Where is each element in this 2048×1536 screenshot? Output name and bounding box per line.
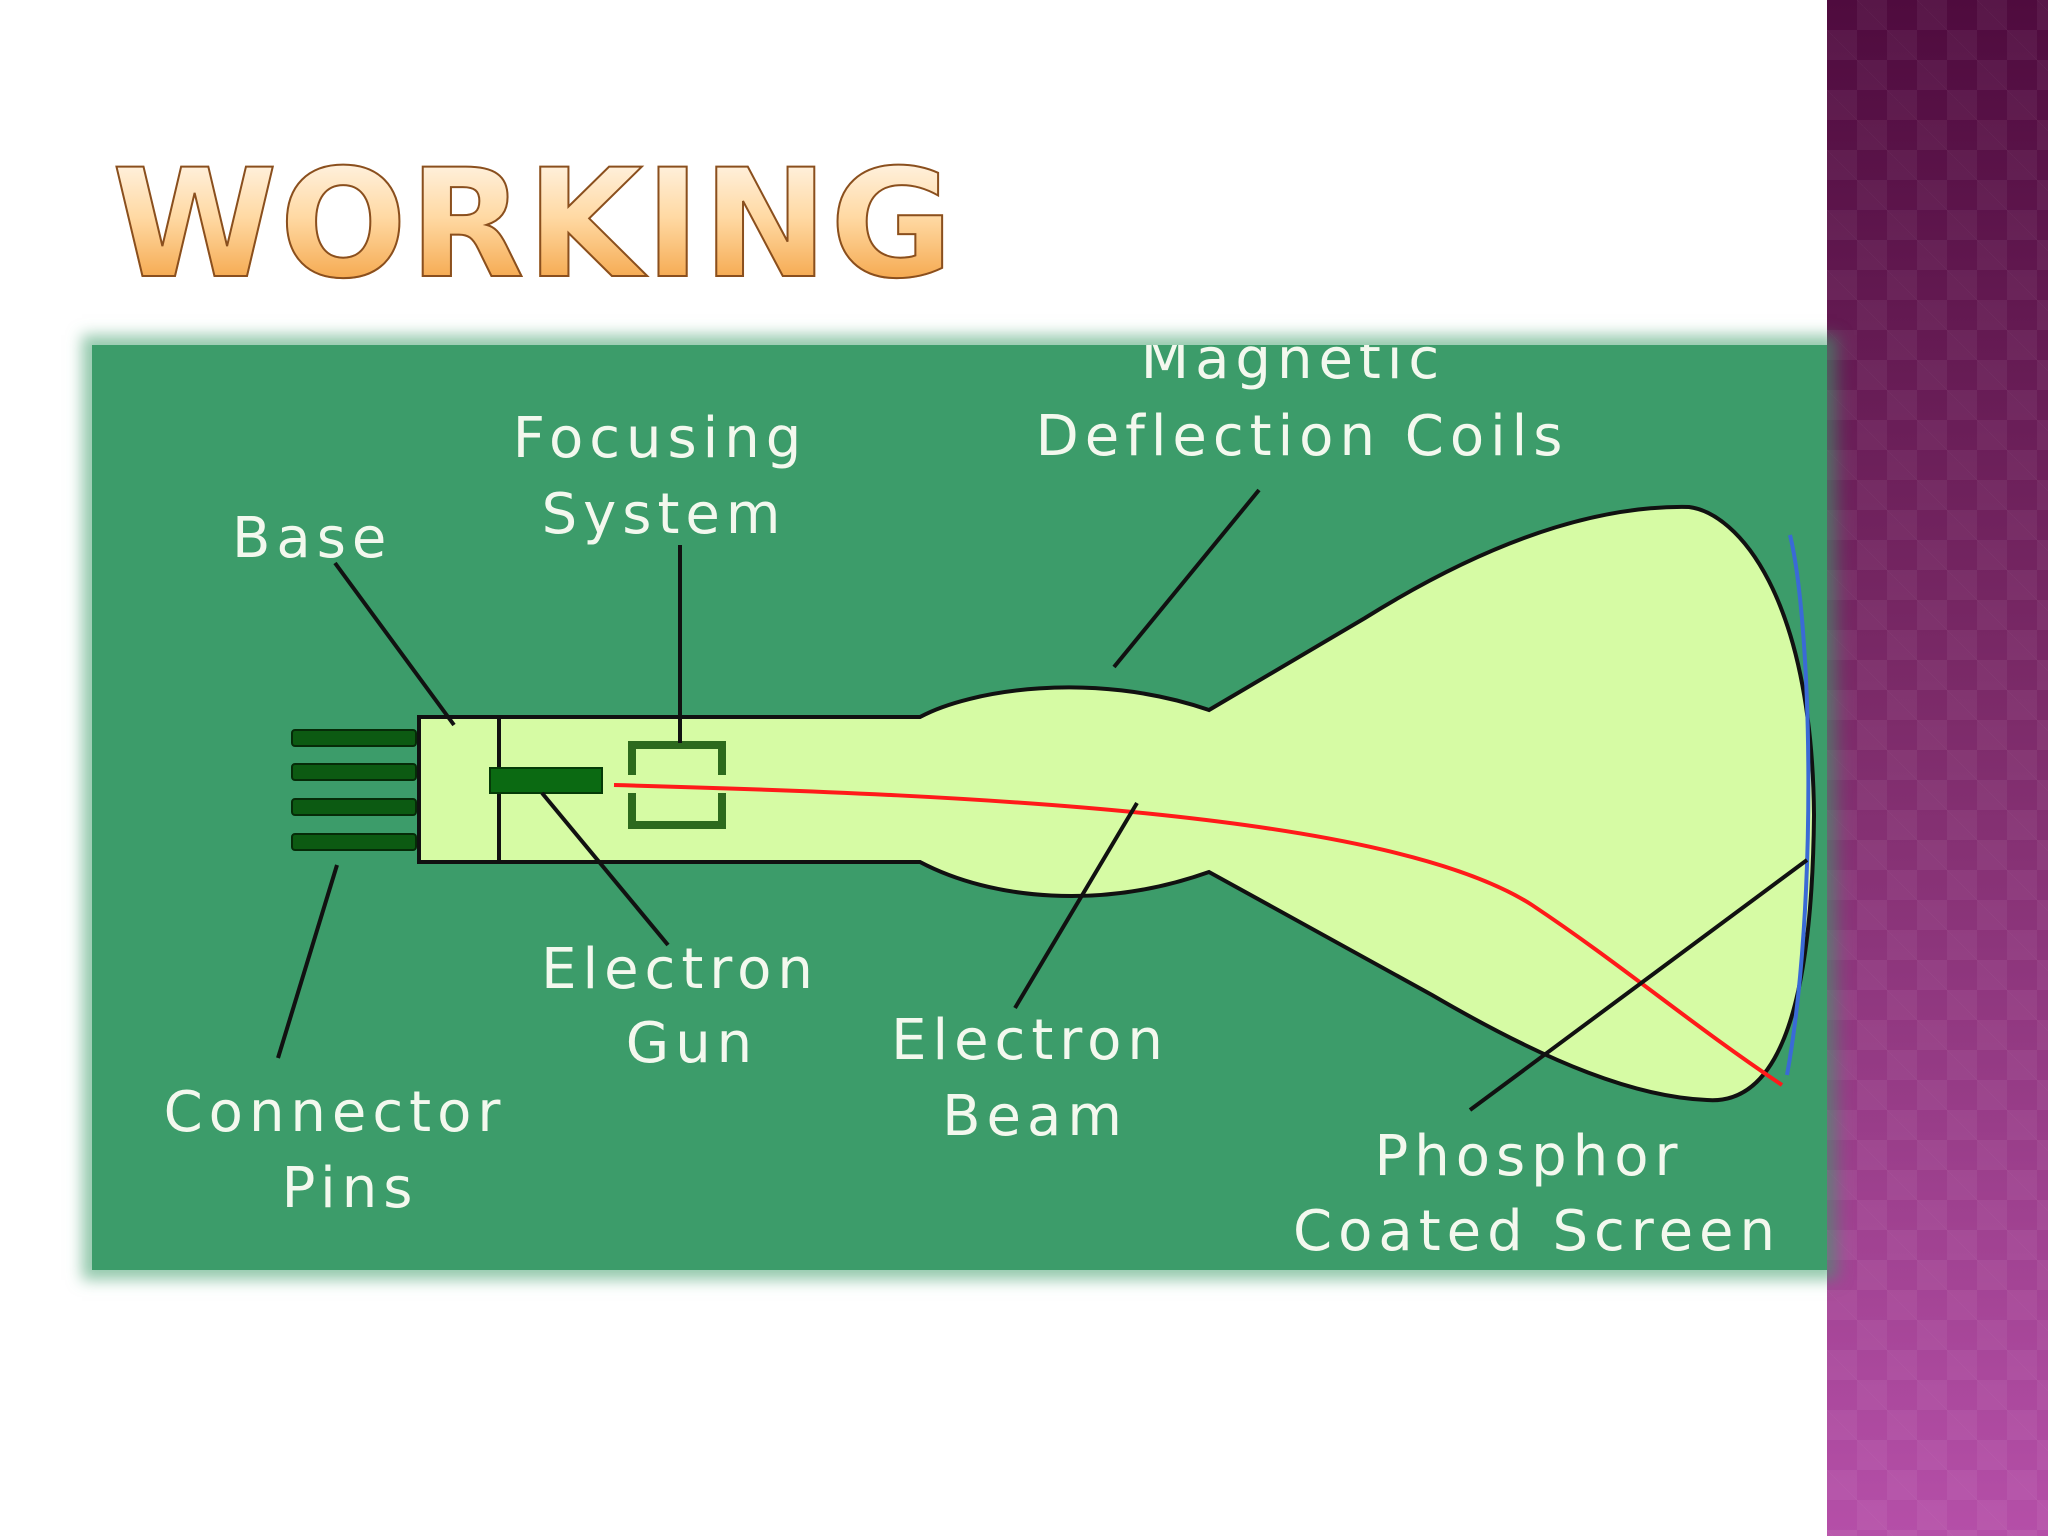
leader-line-base — [333, 561, 456, 727]
label-connector-pins-line1: Connector — [164, 1080, 507, 1145]
label-phosphor-line2: Coated Screen — [1293, 1199, 1781, 1264]
leader-line-phosphor — [1468, 858, 1809, 1112]
label-connector-pins-line2: Pins — [282, 1156, 419, 1221]
leader-line-beam — [1013, 801, 1139, 1010]
label-focusing-system-line2: System — [542, 482, 787, 547]
side-panel-pattern — [1827, 0, 2048, 1536]
electron-beam — [613, 783, 1784, 1087]
crt-diagram: Base Focusing System Magnetic Deflection… — [92, 345, 1827, 1270]
leader-line-magnetic — [1112, 488, 1261, 669]
tube-body — [497, 504, 1817, 1103]
phosphor-screen-edge — [1785, 534, 1811, 1076]
leader-line-connector — [276, 864, 339, 1059]
connector-pin — [291, 798, 417, 816]
connector-pin — [291, 833, 417, 851]
slide-title: WORKING — [111, 138, 956, 312]
electron-gun — [489, 767, 603, 794]
leader-line-gun — [540, 791, 670, 947]
leader-lines — [276, 488, 1809, 1112]
focusing-system — [628, 741, 726, 829]
label-electron-beam-line1: Electron — [891, 1008, 1169, 1073]
label-electron-gun-line2: Gun — [626, 1011, 758, 1076]
decorative-side-panel — [1827, 0, 2048, 1536]
crt-diagram-svg: Base Focusing System Magnetic Deflection… — [164, 345, 1817, 1264]
label-electron-gun-line1: Electron — [541, 937, 819, 1002]
label-base: Base — [232, 506, 392, 571]
connector-pins — [291, 729, 417, 851]
label-magnetic-line2: Deflection Coils — [1036, 404, 1569, 469]
label-electron-beam-line2: Beam — [942, 1084, 1128, 1149]
connector-pin — [291, 763, 417, 781]
label-focusing-system-line1: Focusing — [513, 406, 808, 471]
tube-base — [417, 715, 501, 864]
label-magnetic-line1: Magnetic — [1141, 345, 1445, 392]
connector-pin — [291, 729, 417, 747]
label-phosphor-line1: Phosphor — [1374, 1124, 1683, 1189]
